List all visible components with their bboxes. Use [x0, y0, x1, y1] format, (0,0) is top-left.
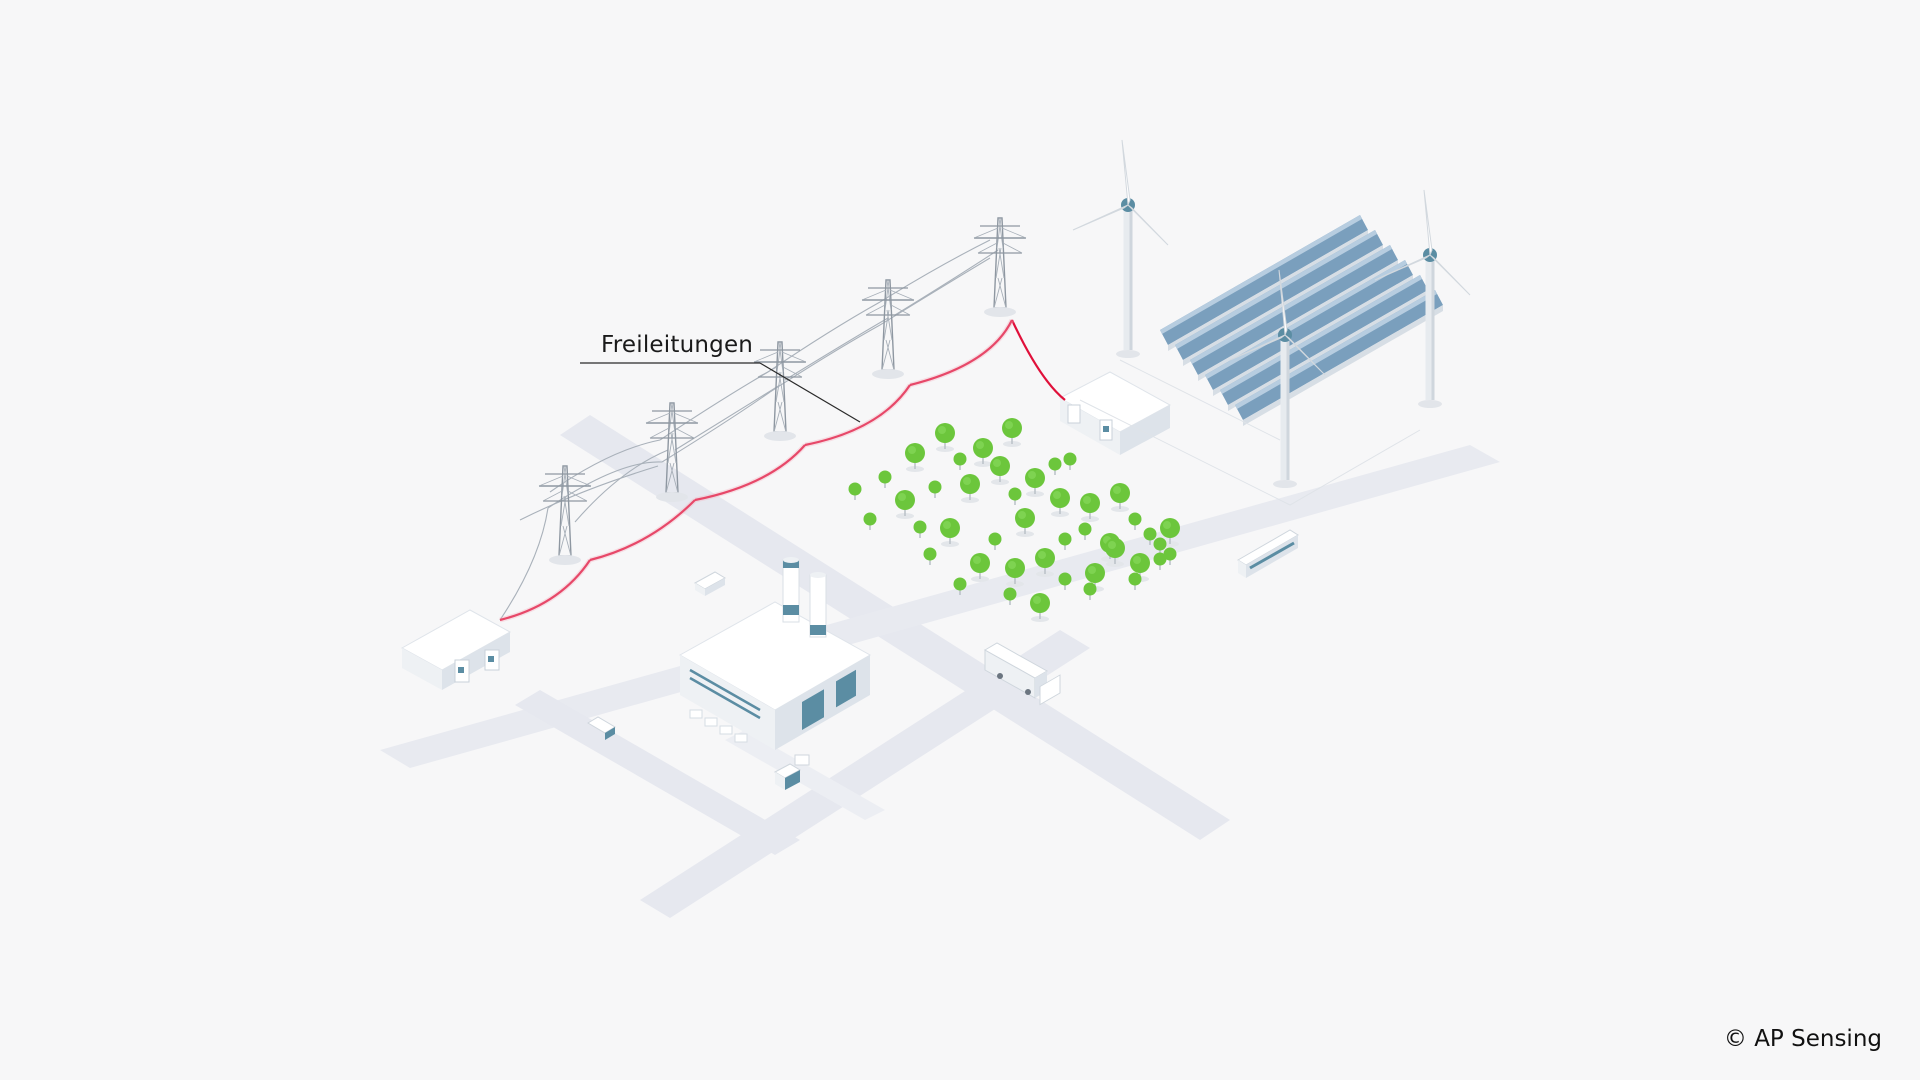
callout-label: Freileitungen: [601, 332, 754, 358]
car-icon: [587, 571, 727, 740]
factory-icon: [678, 557, 872, 750]
road-network: [380, 415, 1500, 918]
bus-icon: [1237, 529, 1299, 578]
forklift-icon: [773, 754, 810, 790]
power-tower-icon: [538, 217, 1027, 566]
callout-leader: [580, 362, 861, 423]
copyright-notice: © AP Sensing: [1723, 1026, 1882, 1052]
solar-panel-icon: [1079, 215, 1443, 506]
highlighted-overhead-line: [499, 319, 1066, 622]
substation-left: [400, 609, 512, 690]
substation-right: [1058, 371, 1172, 455]
truck-icon: [983, 642, 1061, 706]
